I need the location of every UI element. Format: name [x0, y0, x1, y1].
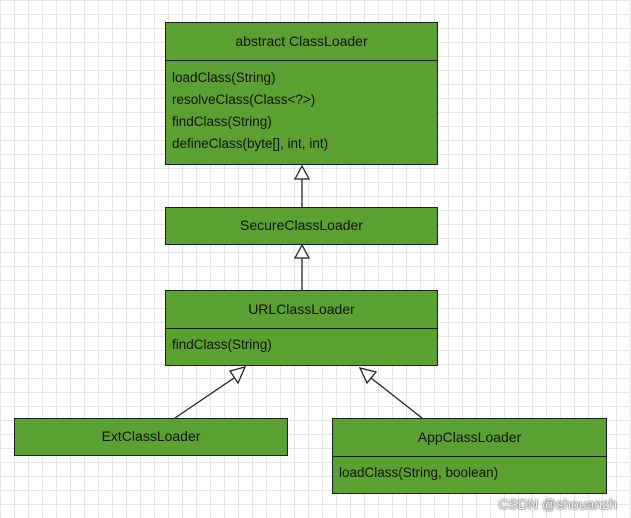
- secureclassloader-box: SecureClassLoader: [165, 207, 438, 245]
- method-resolveclass: resolveClass(Class<?>): [172, 92, 316, 107]
- method-loadclass: loadClass(String): [172, 70, 276, 85]
- appclassloader-box: AppClassLoader loadClass(String, boolean…: [332, 418, 607, 494]
- urlclassloader-box: URLClassLoader findClass(String): [165, 290, 438, 366]
- inheritance-line-ext-to-url: [174, 377, 235, 419]
- classloader-title: abstract ClassLoader: [235, 33, 368, 49]
- method-defineclass: defineClass(byte[], int, int): [172, 136, 329, 151]
- appclassloader-methods: loadClass(String, boolean): [333, 456, 606, 492]
- extclassloader-box: ExtClassLoader: [14, 418, 288, 456]
- method-findclass: findClass(String): [172, 114, 272, 129]
- method-findclass: findClass(String): [172, 337, 272, 352]
- method-loadclass: loadClass(String, boolean): [339, 465, 499, 480]
- classloader-methods: loadClass(String) resolveClass(Class<?>)…: [166, 60, 437, 164]
- inheritance-line-app-to-url: [370, 377, 423, 419]
- watermark: CSDN @shouanzh: [498, 496, 618, 512]
- appclassloader-title: AppClassLoader: [417, 429, 522, 445]
- urlclassloader-title: URLClassLoader: [248, 301, 355, 317]
- inheritance-arrowhead-classloader: [293, 164, 311, 180]
- inheritance-arrowhead-url-left: [228, 366, 247, 385]
- inheritance-arrowhead-url-right: [358, 367, 378, 385]
- secureclassloader-title: SecureClassLoader: [240, 217, 363, 233]
- classloader-box: abstract ClassLoader loadClass(String) r…: [165, 22, 438, 165]
- extclassloader-title: ExtClassLoader: [101, 428, 201, 444]
- urlclassloader-methods: findClass(String): [166, 328, 437, 364]
- inheritance-arrowhead-secure: [293, 243, 311, 259]
